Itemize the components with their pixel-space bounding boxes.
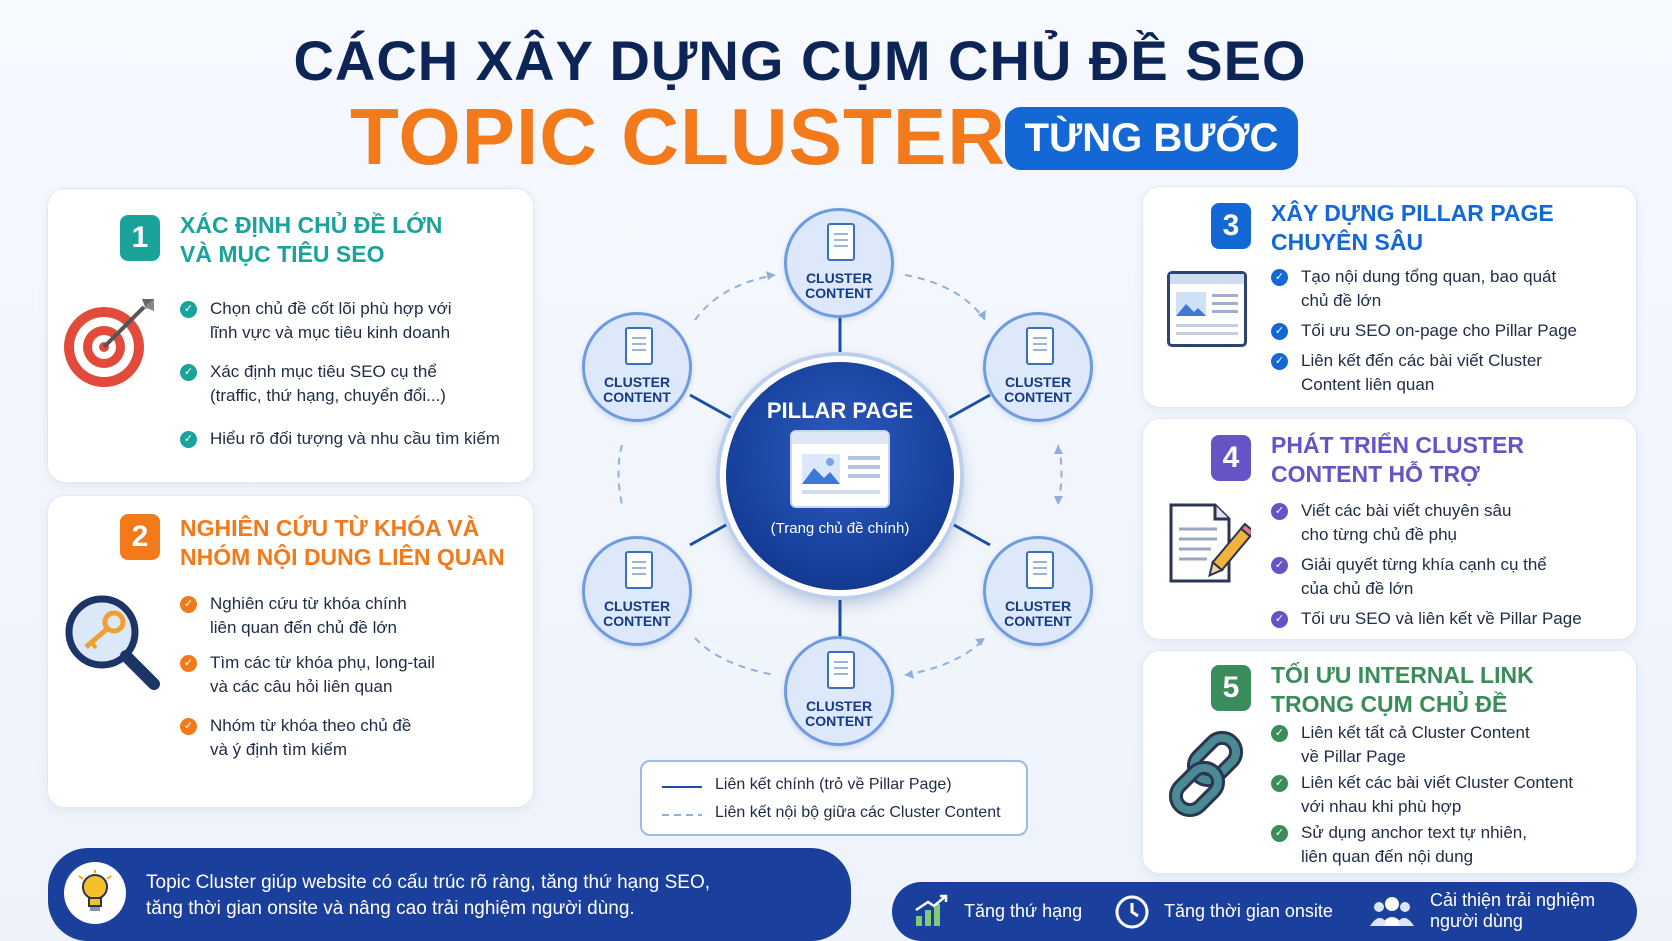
benefits-bar: Tăng thứ hạng Tăng thời gian onsite Cải … bbox=[892, 882, 1637, 941]
document-icon bbox=[625, 551, 653, 589]
document-icon bbox=[625, 327, 653, 365]
document-pen-icon bbox=[1169, 503, 1251, 583]
list-item: ✓ Xác định mục tiêu SEO cụ thể(traffic, … bbox=[180, 360, 446, 408]
document-icon bbox=[1026, 551, 1054, 589]
list-item: ✓ Tối ưu SEO và liên kết về Pillar Page bbox=[1271, 607, 1582, 631]
document-icon bbox=[1026, 327, 1054, 365]
legend-main-link: Liên kết chính (trỏ về Pillar Page) bbox=[715, 776, 952, 793]
pillar-page-hub: PILLAR PAGE (Trang chủ đề chính) bbox=[720, 356, 960, 596]
document-icon bbox=[827, 651, 855, 689]
summary-banner: Topic Cluster giúp website có cấu trúc r… bbox=[48, 848, 851, 941]
page-subtitle: TOPIC CLUSTER bbox=[350, 92, 1007, 181]
step-number: 3 bbox=[1211, 203, 1251, 249]
dashed-line-swatch bbox=[662, 814, 702, 816]
webpage-icon bbox=[790, 430, 890, 508]
document-icon bbox=[827, 223, 855, 261]
step-number: 4 bbox=[1211, 435, 1251, 481]
step-number: 1 bbox=[120, 215, 160, 261]
step-by-step-badge: TỪNG BƯỚC bbox=[1005, 107, 1298, 170]
page-title: CÁCH XÂY DỰNG CỤM CHỦ ĐỀ SEO bbox=[293, 29, 1307, 92]
cluster-diagram-links bbox=[617, 271, 1063, 679]
step-number: 5 bbox=[1211, 665, 1251, 711]
pillar-page-subtitle: (Trang chủ đề chính) bbox=[770, 520, 910, 537]
legend-internal-link: Liên kết nội bộ giữa các Cluster Content bbox=[715, 804, 1001, 821]
summary-text: Topic Cluster giúp website có cấu trúc r… bbox=[146, 872, 711, 919]
users-icon bbox=[1370, 897, 1414, 926]
solid-line-swatch bbox=[662, 786, 702, 788]
clock-icon bbox=[1115, 895, 1149, 929]
list-item: ✓ Hiểu rõ đối tượng và nhu cầu tìm kiếm bbox=[180, 427, 500, 451]
magnifier-key-icon bbox=[65, 595, 160, 690]
growth-chart-icon bbox=[915, 894, 948, 926]
benefit-onsite-time: Tăng thời gian onsite bbox=[1164, 901, 1333, 921]
step-number: 2 bbox=[120, 514, 160, 560]
benefit-ranking: Tăng thứ hạng bbox=[964, 901, 1083, 921]
list-item: ✓ Tối ưu SEO on-page cho Pillar Page bbox=[1271, 319, 1577, 343]
pillar-page-title: PILLAR PAGE bbox=[766, 398, 914, 423]
list-item: ✓ Sử dụng anchor text tự nhiên,liên quan… bbox=[1271, 821, 1527, 869]
diagram-legend: Liên kết chính (trỏ về Pillar Page) Liên… bbox=[640, 760, 1028, 836]
webpage-icon bbox=[1167, 271, 1247, 347]
lightbulb-icon bbox=[64, 862, 126, 924]
chain-link-icon bbox=[1168, 730, 1244, 818]
target-icon bbox=[64, 299, 154, 387]
